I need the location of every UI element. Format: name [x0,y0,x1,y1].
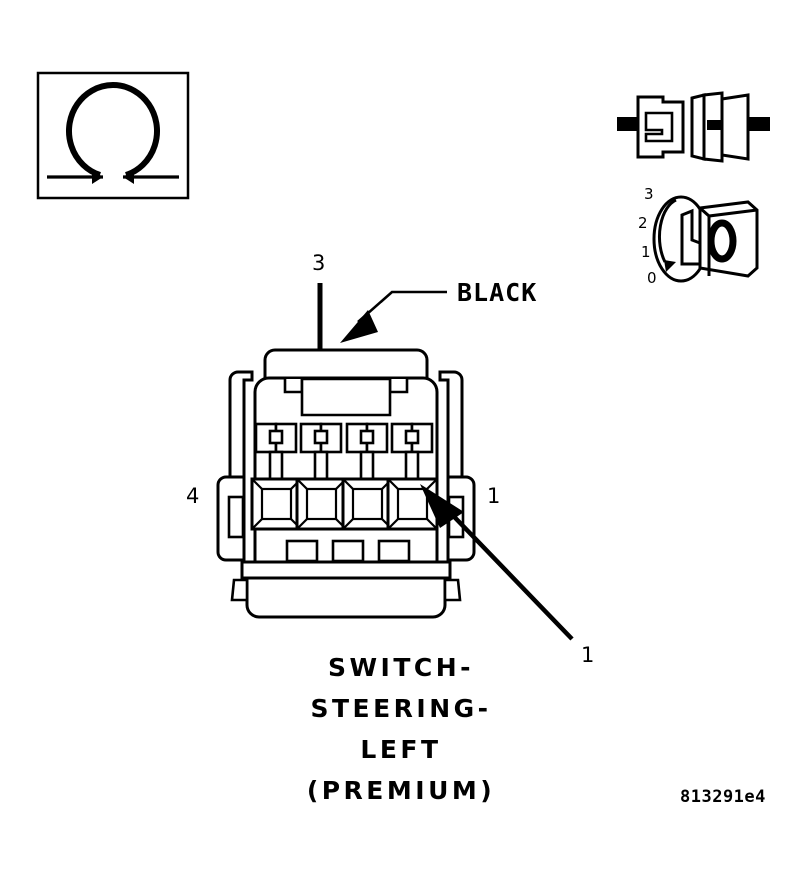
rotary-position-3: 3 [644,185,654,203]
cavity-2 [341,422,394,531]
caption-line-3: LEFT [360,735,442,764]
caption-line-1: SWITCH- [327,653,475,682]
rotary-position-1: 1 [641,243,651,261]
callout-1-arrow [420,484,574,641]
cavity-3 [295,422,348,531]
wire-color-label: BLACK [457,278,538,307]
caption-line-4: (PREMIUM) [306,776,496,805]
rotary-position-0: 0 [647,269,657,287]
rotary-switch-icon [652,195,759,283]
connector-pair-icon [617,91,770,163]
callout-label-1: 1 [581,643,595,667]
connector-body [216,348,476,619]
ohm-symbol-box [36,71,190,200]
part-number-label: 813291e4 [680,787,766,807]
cavity-4 [250,422,303,531]
cavity-1 [386,422,439,531]
rotary-position-2: 2 [638,214,648,232]
callout-label-3: 3 [312,251,326,275]
pin-label-left: 4 [186,484,200,508]
caption-line-2: STEERING- [310,694,492,723]
wire-color-leader [340,290,447,343]
pin-label-right: 1 [487,484,501,508]
